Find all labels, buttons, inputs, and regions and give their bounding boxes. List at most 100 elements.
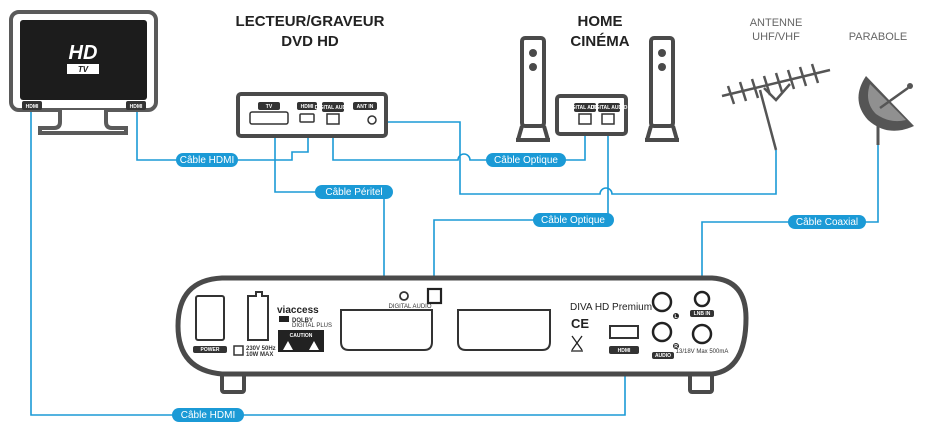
tv-logo-sub: TV: [78, 65, 89, 74]
label-cable-receiver-tv-hdmi: Câble HDMI: [181, 410, 235, 421]
receiver-warning-triangles: [283, 341, 319, 350]
receiver-power-spec-2: 10W MAX: [246, 352, 273, 358]
receiver-power-tag: [193, 346, 227, 353]
hc-speaker-right-driver-2: [658, 63, 666, 71]
dvd-port-ant-label: ANT IN: [357, 104, 374, 110]
dvd-hdmi-port: [299, 113, 315, 123]
hc-title-line2: CINÉMA: [570, 33, 629, 50]
receiver-hdmi-port: [609, 325, 639, 339]
cable-labels: Câble HDMI Câble Optique Câble Péritel C…: [172, 153, 866, 422]
hc-optical-port-1: [578, 113, 592, 125]
label-cable-receiver-hc-optical: Câble Optique: [541, 215, 605, 226]
dvd-title-line2: DVD HD: [281, 33, 339, 50]
receiver-audio-r: [651, 321, 673, 343]
hc-speaker-left-driver-2: [529, 63, 537, 71]
receiver-scart-1: [340, 309, 433, 351]
dvd-scart-port: [249, 111, 289, 125]
receiver-warning-text: CAUTION: [290, 333, 313, 339]
antenna-label-line2: UHF/VHF: [752, 31, 800, 43]
tv-hdmi-port-left: [22, 101, 42, 110]
receiver-audio-l: [651, 291, 673, 313]
cable-tv-dvd-hdmi: [136, 111, 309, 161]
cable-receiver-tv-hdmi: [30, 112, 626, 416]
dish-label: PARABOLE: [849, 31, 908, 43]
receiver-lnb-tag: [690, 310, 714, 317]
receiver-audio-r-dot: [673, 343, 679, 349]
dvd-ant-tag: [353, 102, 377, 110]
hc-speaker-right-driver-1: [658, 49, 666, 57]
receiver-mains-plug: [247, 291, 269, 341]
receiver-dolby: DOLBY: [292, 318, 313, 324]
receiver-dolby-icon: [279, 316, 289, 322]
hc-port-1-tag: [574, 103, 596, 112]
hc-speaker-right-stand: [645, 125, 679, 142]
dvd-port-tv-label: TV: [266, 104, 273, 110]
tv-stand: [38, 110, 128, 135]
receiver: POWER 230V 50Hz 10W MAX viaccess DOLBY D…: [175, 275, 749, 394]
receiver-audio-r-label: R: [674, 344, 678, 350]
hc-title-line1: HOME: [578, 13, 623, 30]
dvd-recorder: LECTEUR/GRAVEUR DVD HD TV HDMI DIGITAL A…: [236, 13, 388, 138]
receiver-model: DIVA HD Premium: [570, 302, 652, 313]
receiver-power-socket: [195, 295, 225, 341]
dvd-port-hdmi-label: HDMI: [301, 104, 314, 110]
label-cable-tv-dvd-hdmi: Câble HDMI: [180, 155, 234, 166]
pill-coaxial: [788, 215, 866, 229]
receiver-audio-jack: [399, 291, 409, 301]
hc-speaker-left-stand: [516, 125, 550, 142]
receiver-lnb-out: [691, 323, 713, 345]
receiver-audio-l-label: L: [674, 314, 677, 320]
dvd-title-line1: LECTEUR/GRAVEUR: [236, 13, 385, 30]
hc-speaker-left: [520, 36, 546, 128]
receiver-hdmi-label: HDMI: [618, 348, 631, 354]
dish: PARABOLE: [849, 31, 914, 145]
receiver-hdmi-tag: [609, 346, 639, 354]
pill-tv-dvd-hdmi: [176, 153, 238, 167]
cable-receiver-hc-optical: [433, 123, 609, 290]
pill-peritel: [315, 185, 393, 199]
receiver-power-label: POWER: [201, 347, 220, 353]
receiver-ce-mark: CE: [571, 316, 589, 331]
receiver-lnb-in: [693, 290, 711, 308]
pill-receiver-hc-optical: [533, 213, 614, 227]
dvd-ant-port: [367, 115, 377, 125]
dvd-optical-tag: [322, 102, 344, 112]
receiver-lnb-spec: 13/18V Max 500mA: [676, 349, 729, 355]
tv: HD TV HDMI HDMI: [9, 10, 158, 135]
tv-hdmi-port-right-label: HDMI: [130, 104, 143, 110]
receiver-audio-label: AUDIO: [655, 353, 671, 359]
dvd-tv-tag: [258, 102, 280, 110]
receiver-power-spec-1: 230V 50Hz: [246, 346, 276, 352]
receiver-lnb-label: LNB IN: [694, 311, 711, 317]
dvd-port-optical-label: DIGITAL AUDIO: [315, 105, 352, 111]
dvd-optical-port: [326, 113, 340, 125]
hc-port-2-tag: [598, 103, 620, 112]
hc-port-2-label: DIGITAL AUDIO: [591, 105, 628, 111]
dvd-hdmi-tag: [297, 102, 317, 110]
hc-optical-port-2: [601, 113, 615, 125]
antenna-label-line1: ANTENNE: [750, 17, 803, 29]
tv-hdmi-port-right: [126, 101, 146, 110]
tv-logo-bar: [67, 64, 99, 74]
receiver-audio-l-dot: [673, 313, 679, 319]
dish-icon: [858, 76, 914, 145]
home-cinema: HOME CINÉMA DIGITAL AUDIO DIGITAL AUDIO: [516, 13, 679, 142]
receiver-dolby-sub: DIGITAL PLUS: [292, 323, 332, 329]
receiver-scart-2: [457, 309, 551, 351]
cable-dvd-hc-optical: [332, 123, 586, 161]
receiver-optical-port: [426, 287, 443, 305]
tv-screen: [20, 20, 147, 100]
pill-receiver-tv-hdmi: [172, 408, 244, 422]
tv-hdmi-port-left-label: HDMI: [26, 104, 39, 110]
receiver-digital-audio-label: DIGITAL AUDIO: [388, 304, 431, 310]
label-cable-peritel: Câble Péritel: [325, 187, 382, 198]
antenna: ANTENNE UHF/VHF: [721, 17, 831, 151]
hc-port-1-label: DIGITAL AUDIO: [567, 105, 604, 111]
hc-speaker-right: [649, 36, 675, 128]
receiver-class-2-icon: [233, 345, 244, 356]
weee-icon: [571, 335, 583, 352]
hc-speaker-left-driver-1: [529, 49, 537, 57]
label-cable-coaxial: Câble Coaxial: [796, 217, 858, 228]
receiver-audio-tag: [652, 352, 674, 359]
